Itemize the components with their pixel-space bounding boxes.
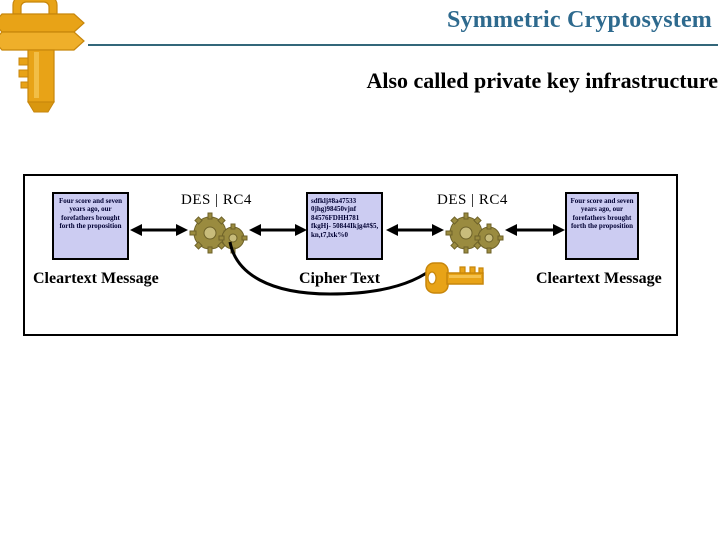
- page-subtitle: Also called private key infrastructure: [366, 68, 718, 93]
- caption-cleartext-right: Cleartext Message: [536, 270, 662, 287]
- page-title: Symmetric Cryptosystem: [447, 7, 712, 33]
- cleartext-message-box-left: Four score and seven years ago, our fore…: [52, 192, 129, 260]
- arrow-cleartext-to-encrypt: [130, 224, 188, 236]
- shared-key-connector: [228, 241, 437, 296]
- cleartext-message-box-right: Four score and seven years ago, our fore…: [565, 192, 639, 260]
- cipher-text-box: sdfklj#8a47533 0jhg)98450vjnf 84576FDHH7…: [306, 192, 383, 260]
- arrow-decrypt-to-cleartext: [505, 224, 565, 236]
- arrow-cipher-to-decrypt: [386, 224, 444, 236]
- arrow-encrypt-to-cipher: [249, 224, 307, 236]
- shared-key-icon: [425, 262, 484, 294]
- caption-cleartext-left: Cleartext Message: [33, 270, 159, 287]
- title-divider: [88, 44, 718, 46]
- algorithm-label-encrypt: DES | RC4: [181, 192, 252, 208]
- gears-icon-encrypt: [189, 212, 248, 254]
- key-icon: [0, 0, 85, 113]
- gears-icon-decrypt: [445, 212, 504, 254]
- caption-cipher-text: Cipher Text: [299, 270, 381, 287]
- algorithm-label-decrypt: DES | RC4: [437, 192, 508, 208]
